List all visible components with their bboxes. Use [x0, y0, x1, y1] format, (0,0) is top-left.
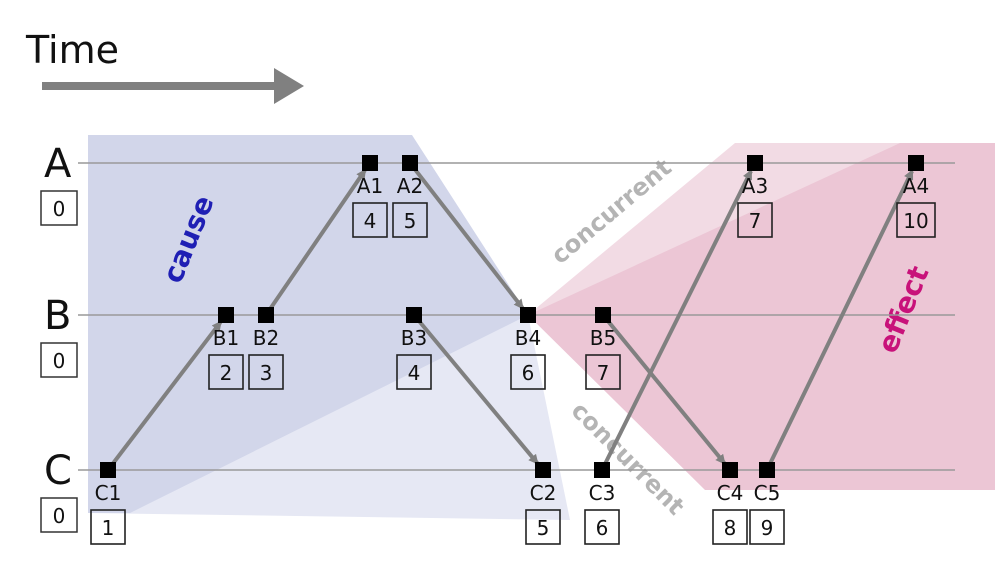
event-label: A4 [903, 174, 929, 198]
process-label-C: C [44, 448, 72, 494]
event-label: B4 [515, 326, 541, 350]
clock-value: 6 [522, 361, 535, 385]
messages [111, 168, 914, 465]
clock-box [525, 509, 561, 545]
event-marker [747, 155, 763, 171]
event-label: A1 [357, 174, 383, 198]
event-marker [362, 155, 378, 171]
message-arrow-B5-C4 [606, 319, 726, 465]
event-C3: C36 [584, 462, 620, 545]
clock-box [208, 354, 244, 390]
event-marker [218, 307, 234, 323]
event-B2: B23 [248, 307, 284, 390]
event-C5: C59 [749, 462, 785, 545]
initial-clock-box-A [40, 190, 78, 226]
clock-box [896, 202, 936, 238]
clock-value: 5 [537, 516, 550, 540]
event-marker [595, 307, 611, 323]
event-marker [100, 462, 116, 478]
cause-region-dark [88, 135, 528, 513]
event-marker [759, 462, 775, 478]
clock-value: 3 [260, 361, 273, 385]
clock-value: 4 [364, 209, 377, 233]
clock-value: 9 [761, 516, 774, 540]
clock-box [396, 354, 432, 390]
initial-clock-A: 0 [53, 197, 66, 221]
event-B4: B46 [510, 307, 546, 390]
effect-region-dark [528, 143, 995, 490]
message-arrow-B2-A1 [268, 168, 367, 310]
process-label-A: A [44, 141, 72, 187]
clock-value: 2 [220, 361, 233, 385]
event-label: B2 [253, 326, 279, 350]
initial-clock-B: 0 [53, 349, 66, 373]
events: A14A25A37A410B12B23B34B46B57C11C25C36C48… [90, 155, 936, 545]
event-A3: A37 [737, 155, 773, 238]
clock-value: 5 [404, 209, 417, 233]
event-C2: C25 [525, 462, 561, 545]
message-arrow-C3-A3 [603, 169, 753, 464]
initial-clock-box-B [40, 342, 78, 378]
message-arrow-C1-B1 [111, 320, 223, 465]
clock-value: 4 [408, 361, 421, 385]
event-marker [258, 307, 274, 323]
initial-clock-box-C [40, 497, 78, 533]
message-arrow-A2-B4 [413, 168, 525, 310]
event-marker [908, 155, 924, 171]
clock-box [584, 509, 620, 545]
event-label: C4 [717, 481, 744, 505]
clock-value: 6 [596, 516, 609, 540]
event-C4: C48 [712, 462, 748, 545]
clock-box [90, 509, 126, 545]
clock-box [352, 202, 388, 238]
event-label: A2 [397, 174, 423, 198]
clock-box [737, 202, 773, 238]
event-B5: B57 [585, 307, 621, 390]
clock-box [749, 509, 785, 545]
cause-region [88, 135, 570, 520]
event-marker [594, 462, 610, 478]
clock-box [248, 354, 284, 390]
effect-region [528, 143, 995, 490]
event-C1: C11 [90, 462, 126, 545]
initial-clock-C: 0 [53, 504, 66, 528]
event-label: A3 [742, 174, 768, 198]
clock-value: 10 [903, 209, 928, 233]
event-label: B5 [590, 326, 616, 350]
event-label: C3 [589, 481, 616, 505]
event-label: C2 [530, 481, 557, 505]
clock-value: 1 [102, 516, 115, 540]
event-label: B3 [401, 326, 427, 350]
event-B3: B34 [396, 307, 432, 390]
event-marker [722, 462, 738, 478]
process-label-B: B [44, 293, 71, 339]
message-arrow-B3-C2 [417, 319, 539, 465]
event-marker [520, 307, 536, 323]
clock-box [510, 354, 546, 390]
event-A1: A14 [352, 155, 388, 238]
clock-box [712, 509, 748, 545]
event-label: C1 [95, 481, 122, 505]
clock-value: 7 [597, 361, 610, 385]
event-marker [535, 462, 551, 478]
time-title: Time [25, 28, 119, 72]
event-label: C5 [754, 481, 781, 505]
clock-value: 7 [749, 209, 762, 233]
clock-box [585, 354, 621, 390]
event-marker [402, 155, 418, 171]
event-A2: A25 [392, 155, 428, 238]
event-label: B1 [213, 326, 239, 350]
event-marker [406, 307, 422, 323]
event-B1: B12 [208, 307, 244, 390]
clock-value: 8 [724, 516, 737, 540]
message-arrow-C5-A4 [768, 169, 914, 464]
clock-box [392, 202, 428, 238]
